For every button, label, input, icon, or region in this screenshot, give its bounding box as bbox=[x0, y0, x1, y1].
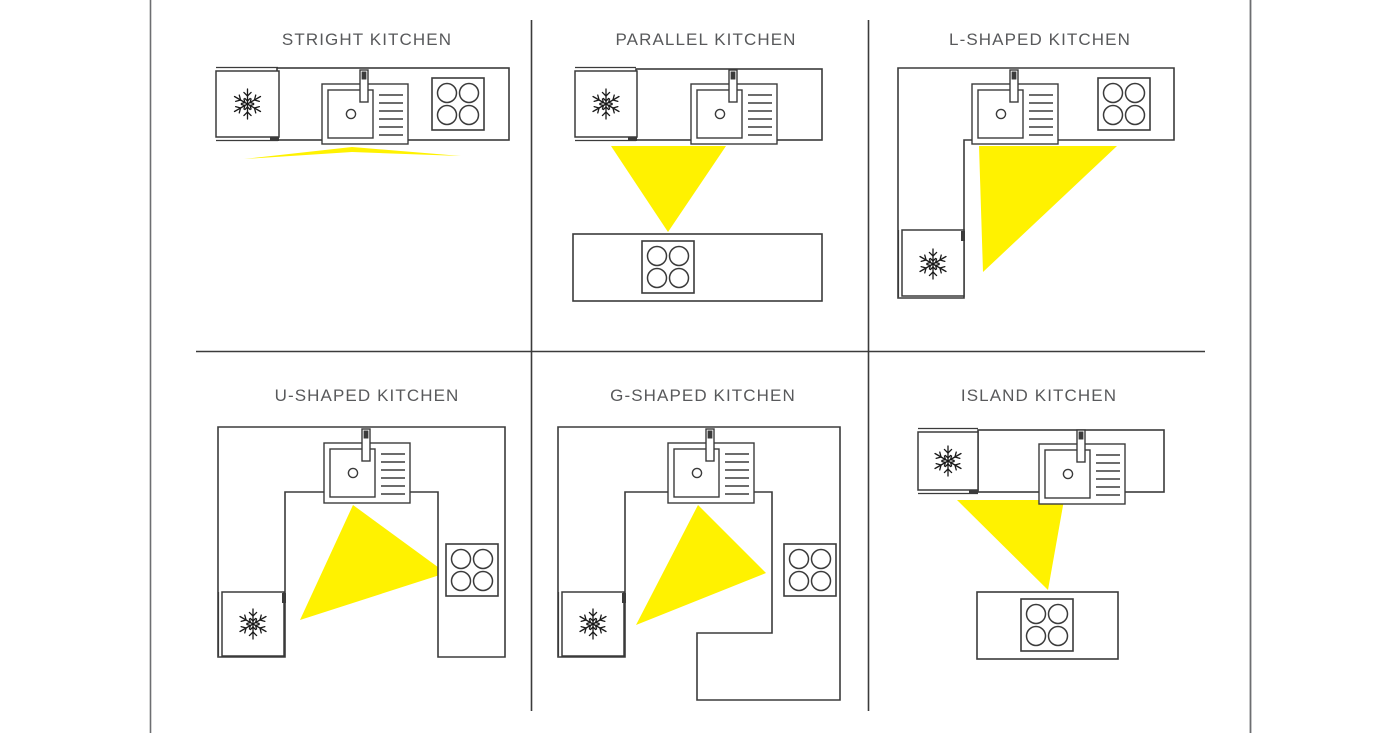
panel-title-island-kitchen: ISLAND KITCHEN bbox=[960, 386, 1118, 405]
work-triangle-straight bbox=[244, 147, 461, 159]
work-triangle-u-shaped bbox=[300, 505, 446, 620]
refrigerator-island bbox=[917, 427, 979, 495]
refrigerator-straight bbox=[215, 66, 280, 142]
work-triangle-l-shaped bbox=[979, 146, 1117, 272]
cooktop-icon bbox=[783, 543, 837, 597]
cooktop-l-shaped bbox=[1097, 77, 1151, 131]
panel-island-kitchen bbox=[917, 427, 1165, 660]
cooktop-g-shaped bbox=[783, 543, 837, 597]
refrigerator-l-shaped bbox=[897, 229, 965, 297]
refrigerator-handle-icon bbox=[622, 593, 626, 603]
panel-straight-kitchen bbox=[215, 66, 510, 159]
cooktop-icon bbox=[431, 77, 485, 131]
cooktop-icon bbox=[641, 240, 695, 294]
refrigerator-handle-icon bbox=[961, 231, 965, 241]
sheet-frame bbox=[149, 0, 1252, 733]
panel-title-straight-kitchen: STRIGHT KITCHEN bbox=[281, 30, 453, 49]
work-triangle-island bbox=[957, 500, 1064, 590]
panel-l-shaped-kitchen bbox=[897, 67, 1175, 299]
cooktop-icon bbox=[1097, 77, 1151, 131]
refrigerator-handle-icon bbox=[270, 137, 279, 141]
panel-parallel-kitchen bbox=[572, 66, 823, 302]
cooktop-straight bbox=[431, 77, 485, 131]
panel-g-shaped-kitchen bbox=[557, 426, 841, 701]
refrigerator-handle-icon bbox=[969, 490, 978, 494]
refrigerator-handle-icon bbox=[282, 593, 286, 603]
cooktop-icon bbox=[1020, 598, 1074, 652]
panel-title-l-shaped-kitchen: L-SHAPED KITCHEN bbox=[949, 30, 1131, 49]
refrigerator-g-shaped bbox=[557, 591, 626, 657]
cooktop-icon bbox=[445, 543, 499, 597]
panel-title-u-shaped-kitchen: U-SHAPED KITCHEN bbox=[274, 386, 460, 405]
panel-title-g-shaped-kitchen: G-SHAPED KITCHEN bbox=[610, 386, 796, 405]
refrigerator-u-shaped bbox=[217, 591, 286, 657]
work-triangle-g-shaped bbox=[636, 505, 766, 625]
cooktop-u-shaped bbox=[445, 543, 499, 597]
panel-u-shaped-kitchen bbox=[217, 426, 506, 658]
cooktop-parallel bbox=[641, 240, 695, 294]
refrigerator-handle-icon bbox=[628, 137, 637, 141]
refrigerator-parallel bbox=[574, 66, 638, 142]
cooktop-island bbox=[1020, 598, 1074, 652]
work-triangle-parallel bbox=[611, 146, 726, 232]
panel-title-parallel-kitchen: PARALLEL KITCHEN bbox=[615, 30, 797, 49]
counter-run-u-shaped bbox=[217, 426, 506, 658]
counter-run-parallel-bottom bbox=[572, 233, 823, 302]
